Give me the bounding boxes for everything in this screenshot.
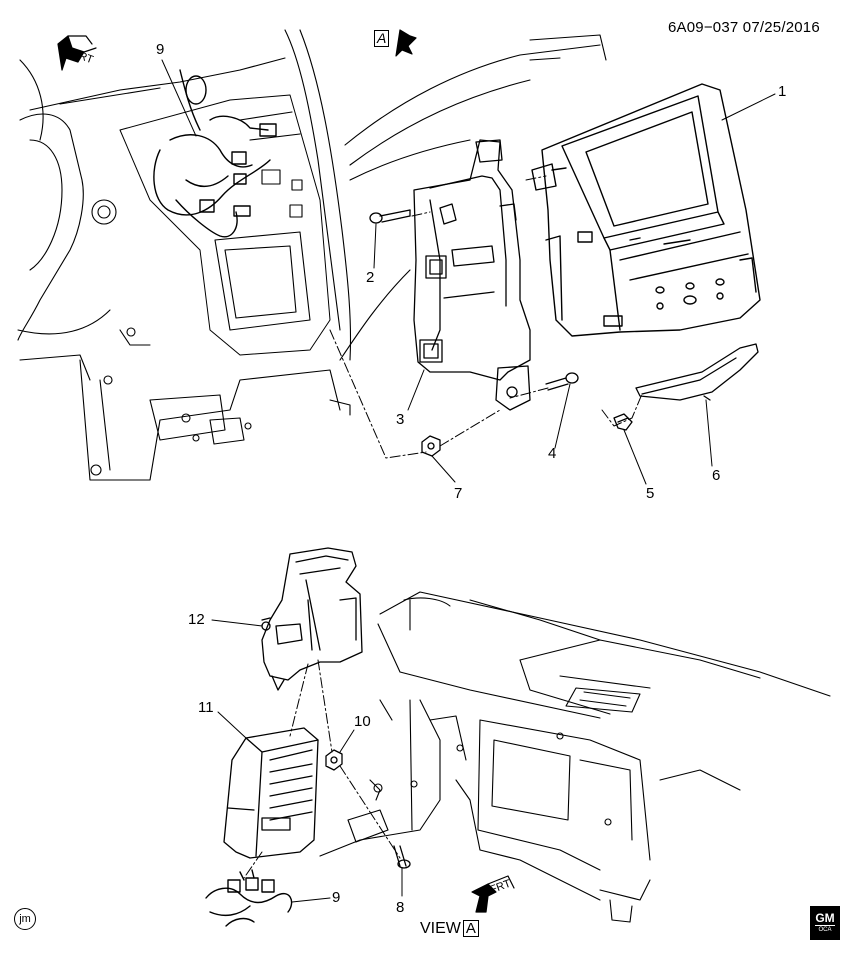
gm-logo-text: GM xyxy=(815,911,835,926)
view-a-label-text: VIEW xyxy=(420,920,461,937)
front-direction-arrow-top xyxy=(57,35,97,71)
gm-logo: GM OCA xyxy=(810,906,840,940)
instrument-panel-structure-bottom xyxy=(319,591,831,923)
author-initials: jm xyxy=(19,912,31,925)
clip-part-5 xyxy=(613,413,633,431)
nut-part-10 xyxy=(325,749,343,771)
callout-9-bottom: 9 xyxy=(332,889,341,906)
callout-10: 10 xyxy=(354,713,371,730)
callout-2: 2 xyxy=(366,269,375,286)
callout-5: 5 xyxy=(646,485,655,502)
view-a-direction-arrow xyxy=(395,29,417,57)
bolt-part-2 xyxy=(369,209,411,224)
callout-3: 3 xyxy=(396,411,405,428)
assembly-leader-lines-bottom xyxy=(243,659,401,879)
author-initials-badge: jm xyxy=(14,908,36,930)
view-a-marker-letter: A xyxy=(374,30,390,47)
wiring-harness-bottom xyxy=(205,869,293,927)
view-a-marker: A xyxy=(374,30,390,47)
callout-7: 7 xyxy=(454,485,463,502)
callout-leaders-bottom xyxy=(211,619,403,903)
document-id-and-date: 6A09−037 07/25/2016 xyxy=(668,19,820,36)
dashboard-structure-top xyxy=(17,29,607,481)
trim-bezel-part-6 xyxy=(635,343,759,401)
mounting-bracket-part-12 xyxy=(261,547,363,691)
callout-leaders-top xyxy=(161,59,776,485)
callout-8: 8 xyxy=(396,899,405,916)
control-module-part-11 xyxy=(223,727,319,859)
screw-part-8 xyxy=(393,845,411,869)
bolt-part-4 xyxy=(545,372,579,391)
view-a-label-letter: A xyxy=(462,920,479,937)
front-direction-arrow-bottom xyxy=(471,875,515,913)
nut-part-7 xyxy=(421,435,441,457)
display-radio-unit-part-1 xyxy=(531,83,761,337)
callout-11: 11 xyxy=(198,699,214,716)
wiring-harness-top xyxy=(153,69,277,238)
callout-4: 4 xyxy=(548,445,557,462)
callout-6: 6 xyxy=(712,467,721,484)
gm-logo-subtext: OCA xyxy=(818,927,832,933)
bracket-part-3 xyxy=(413,139,531,411)
callout-12: 12 xyxy=(188,611,205,628)
assembly-leader-lines-top xyxy=(329,175,643,459)
callout-1: 1 xyxy=(778,83,787,100)
callout-9-top: 9 xyxy=(156,41,165,58)
